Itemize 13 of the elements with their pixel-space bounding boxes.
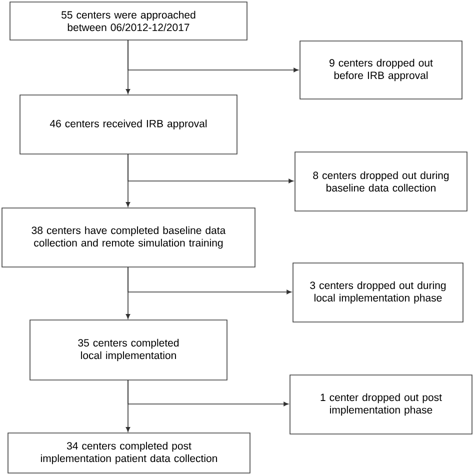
process-box: 1 center dropped out post implementation phase bbox=[290, 374, 472, 434]
process-box: 8 centers dropped out during baseline data collection bbox=[294, 152, 468, 212]
arrow bbox=[128, 40, 298, 72]
arrow bbox=[128, 154, 294, 184]
arrow bbox=[128, 380, 288, 406]
process-box: 38 centers have completed baseline data collection and remote simulation training bbox=[2, 208, 256, 268]
process-box: 9 centers dropped out before IRB approval bbox=[300, 40, 462, 100]
process-box: 34 centers completed post implementation patient data collection bbox=[8, 432, 250, 474]
process-box: 35 centers completed local implementation bbox=[30, 320, 228, 380]
process-box: 3 centers dropped out during local implementation phase bbox=[292, 262, 464, 322]
arrow bbox=[128, 266, 292, 294]
process-box: 46 centers received IRB approval bbox=[20, 94, 238, 154]
process-box: 55 centers were approached between 06/2012-12/2017 bbox=[10, 2, 248, 40]
